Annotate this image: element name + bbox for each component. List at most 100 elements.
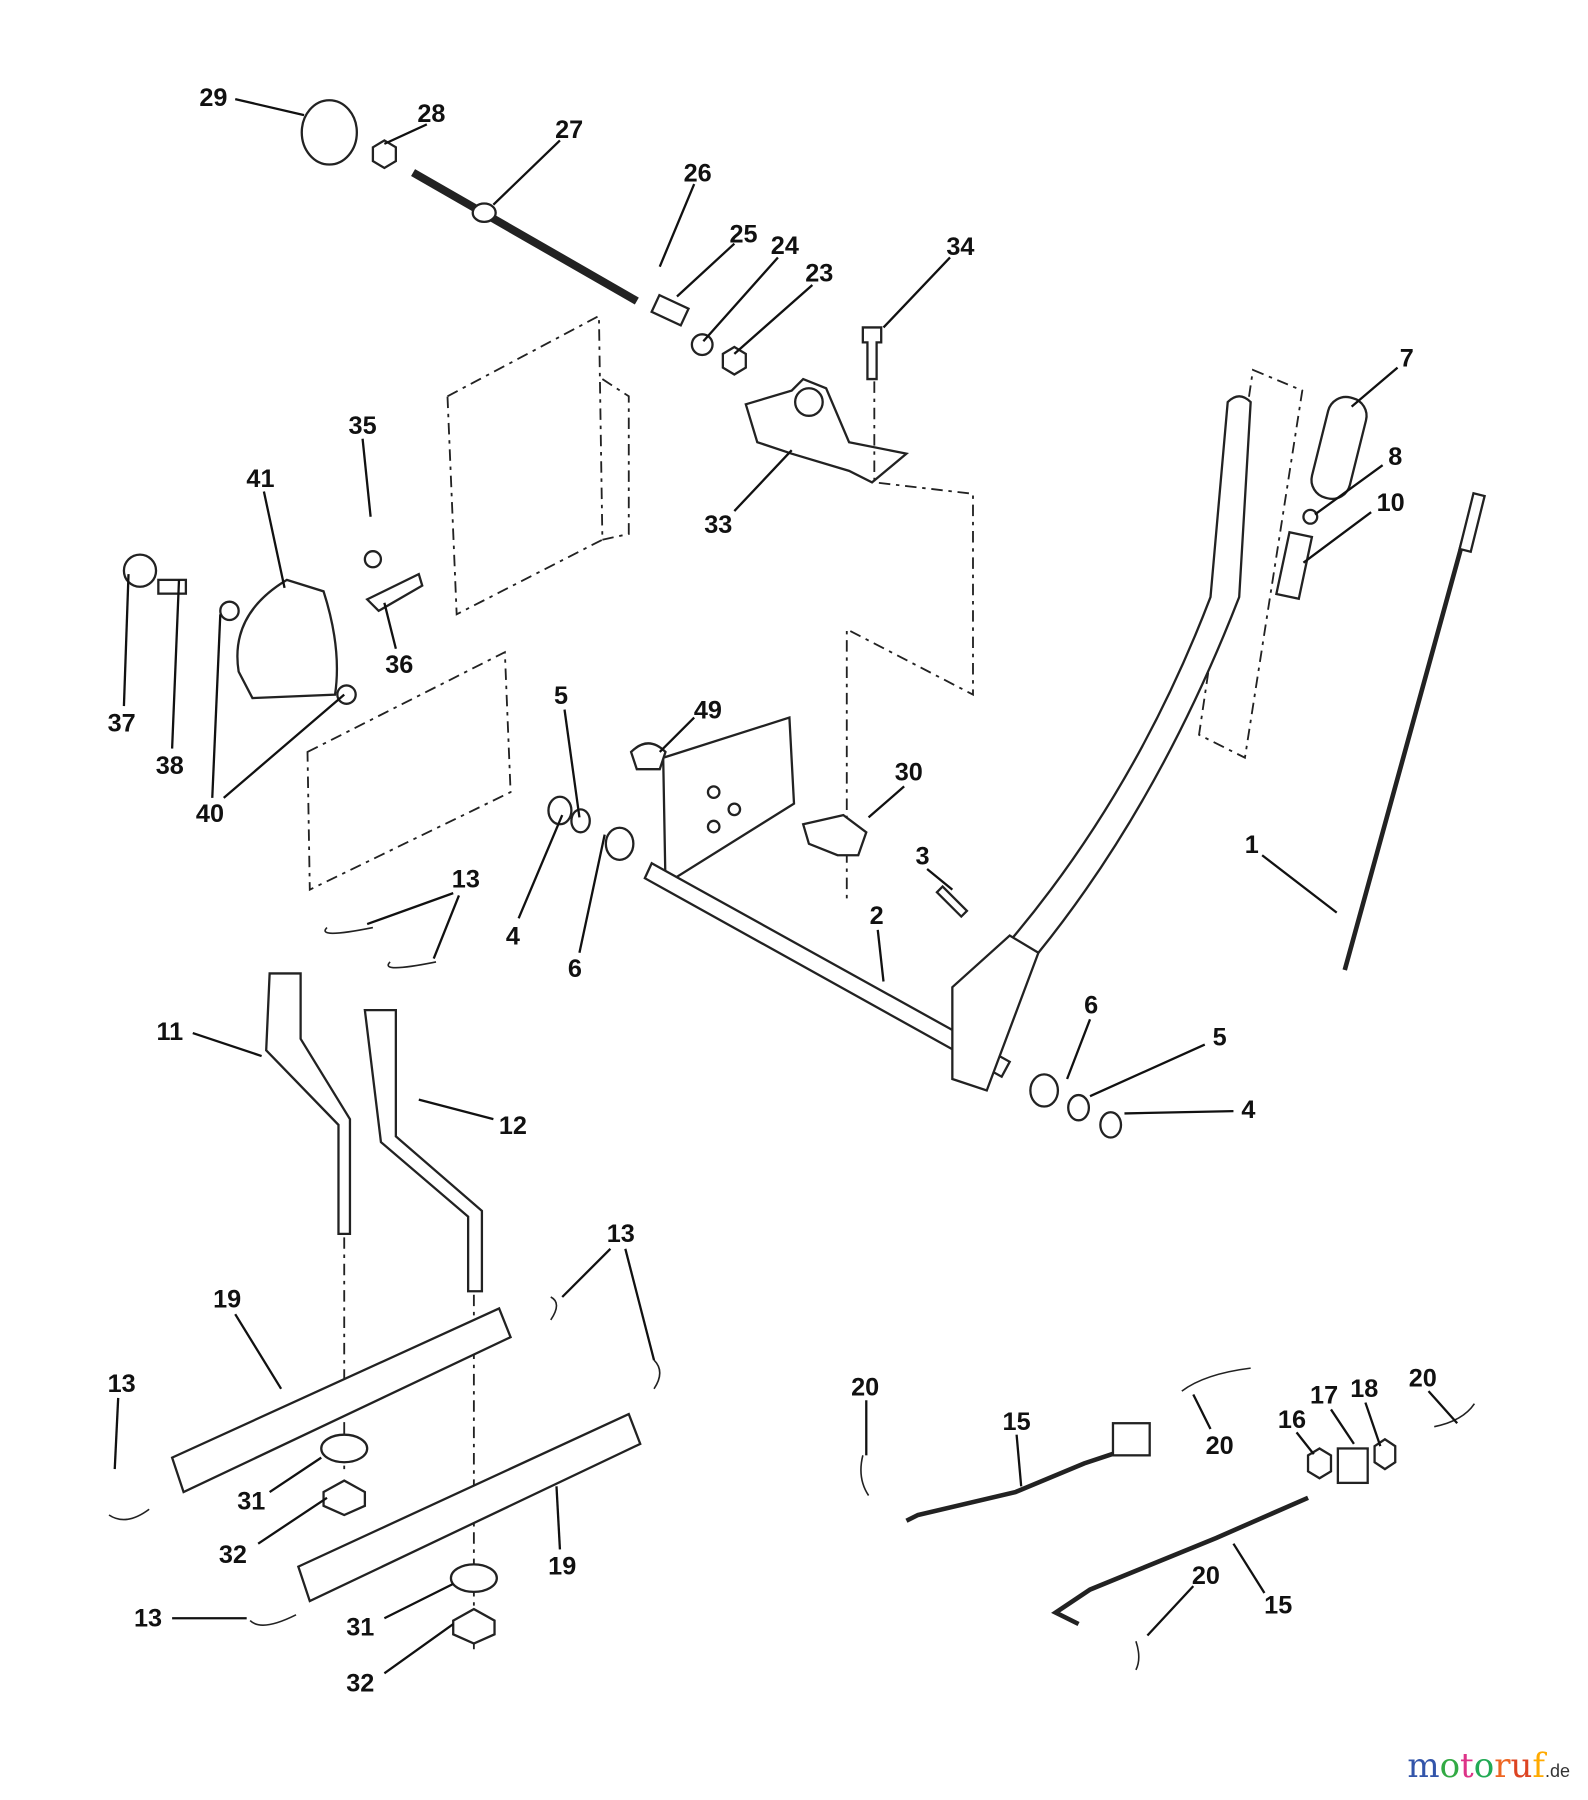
- callout-number: 12: [499, 1112, 527, 1140]
- nut-32b: [452, 1607, 496, 1645]
- leader-line: [269, 1456, 322, 1494]
- callout-number: 10: [1377, 489, 1405, 517]
- callout-number: 24: [771, 232, 799, 260]
- leader-line: [383, 602, 397, 649]
- leader-line: [517, 814, 564, 919]
- callout-number: 1: [1245, 831, 1259, 859]
- washer-5b: [1067, 1093, 1091, 1122]
- leader-line: [234, 1313, 283, 1390]
- bushing-31a: [320, 1433, 369, 1464]
- part-shapes: [108, 99, 1487, 1671]
- callout-number: 41: [246, 465, 274, 493]
- callout-number: 38: [156, 752, 184, 780]
- nut-49: [629, 742, 667, 771]
- leader-line: [262, 491, 286, 589]
- lift-handle: [1007, 395, 1252, 955]
- hairpin-clips: [108, 926, 1476, 1671]
- leader-line: [1124, 1109, 1234, 1115]
- leader-line: [170, 579, 181, 749]
- nut-32a: [322, 1479, 367, 1517]
- washer-40b: [336, 684, 357, 705]
- mount-plate: [662, 716, 796, 886]
- callout-number: 35: [349, 412, 377, 440]
- callout-number: 33: [704, 511, 732, 539]
- leader-line: [1427, 1390, 1459, 1424]
- grip-7: [1310, 395, 1368, 500]
- leader-line: [122, 574, 130, 707]
- cable-1: [1342, 498, 1477, 971]
- leader-line: [867, 785, 905, 819]
- leader-line: [383, 1582, 454, 1620]
- leader-line: [1302, 511, 1372, 564]
- leader-line: [432, 894, 461, 959]
- callout-number: 31: [346, 1613, 374, 1641]
- callout-number: 4: [1241, 1096, 1255, 1124]
- rod-15a: [905, 1449, 1120, 1523]
- callout-number: 4: [506, 923, 520, 951]
- callout-number: 26: [684, 160, 712, 188]
- bracket-33: [744, 377, 910, 484]
- leader-line: [383, 123, 428, 145]
- callout-number: 7: [1400, 344, 1414, 372]
- leader-line: [492, 139, 561, 206]
- callout-number: 13: [607, 1220, 635, 1248]
- knob-37: [122, 553, 158, 588]
- callout-number: 5: [1213, 1024, 1227, 1052]
- callout-number: 28: [417, 100, 445, 128]
- watermark-letter: f: [1532, 1746, 1545, 1786]
- callout-number: 5: [554, 682, 568, 710]
- leader-line: [926, 868, 954, 891]
- trunnion-17: [1336, 1447, 1369, 1485]
- leader-line: [366, 892, 454, 926]
- motoruf-watermark-logo: motoruf.de: [1407, 1746, 1570, 1786]
- watermark-letter: o: [1473, 1746, 1495, 1786]
- clip-4a: [547, 795, 573, 826]
- callout-number: 31: [237, 1487, 265, 1515]
- clip-4b: [1099, 1111, 1123, 1139]
- knob-plate-41: [236, 578, 339, 700]
- nut-28: [371, 139, 397, 170]
- callout-number: 15: [1264, 1592, 1292, 1620]
- callout-number: 13: [108, 1370, 136, 1398]
- callout-number: 23: [805, 260, 833, 288]
- callout-number: 16: [1278, 1406, 1306, 1434]
- spring-10: [1275, 530, 1314, 601]
- callout-number: 32: [219, 1541, 247, 1569]
- callout-number: 13: [452, 865, 480, 893]
- leader-line: [257, 1496, 328, 1545]
- callout-number: 20: [1192, 1562, 1220, 1590]
- leader-line: [361, 438, 372, 517]
- watermark-suffix: .de: [1544, 1761, 1570, 1781]
- lift-link-11: [265, 972, 352, 1236]
- lift-arm-19b: [296, 1412, 642, 1603]
- spring-25: [650, 293, 691, 327]
- callout-number: 25: [729, 221, 757, 249]
- lift-link-12: [363, 1009, 484, 1293]
- washer-5a: [570, 808, 591, 834]
- leader-line: [555, 1486, 562, 1550]
- leader-line: [578, 834, 606, 954]
- leader-line: [1330, 1408, 1355, 1445]
- callout-number: 13: [134, 1604, 162, 1632]
- washer-35: [363, 550, 383, 569]
- leader-line: [113, 1397, 120, 1470]
- watermark-letter: u: [1510, 1746, 1533, 1786]
- leader-line: [563, 709, 581, 818]
- cable-end: [1458, 491, 1487, 554]
- callout-number: 32: [346, 1670, 374, 1698]
- clip-36: [365, 572, 424, 613]
- plate-hole-1: [706, 785, 721, 800]
- bushing-6a: [604, 826, 635, 861]
- leader-line: [658, 716, 695, 753]
- handle-mount: [951, 934, 1040, 1092]
- nut-18: [1373, 1437, 1397, 1471]
- leader-line: [1146, 1585, 1195, 1637]
- leader-line: [234, 97, 305, 117]
- watermark-letter: t: [1460, 1746, 1474, 1786]
- callout-number: 20: [851, 1374, 879, 1402]
- leader-line: [211, 614, 222, 798]
- callout-number: 20: [1206, 1432, 1234, 1460]
- trunnion-17a: [1111, 1422, 1151, 1457]
- centerline-34: [845, 381, 974, 902]
- nut-16: [1306, 1447, 1333, 1480]
